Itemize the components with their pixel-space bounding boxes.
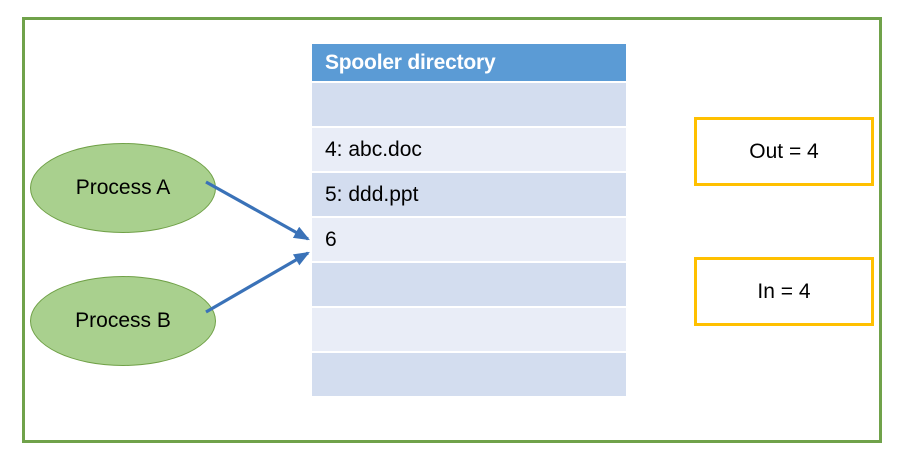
process-b-label: Process B	[75, 309, 171, 332]
table-row: 5: ddd.ppt	[312, 173, 626, 216]
table-row	[312, 353, 626, 396]
out-counter-box: Out = 4	[694, 117, 874, 186]
process-b-node: Process B	[30, 276, 216, 366]
table-row	[312, 83, 626, 126]
process-a-node: Process A	[30, 143, 216, 233]
table-row: 6	[312, 218, 626, 261]
spooler-directory-table: Spooler directory 4: abc.doc 5: ddd.ppt …	[312, 44, 626, 396]
in-counter-box: In = 4	[694, 257, 874, 326]
table-row	[312, 263, 626, 306]
process-a-label: Process A	[75, 176, 171, 199]
in-counter-label: In = 4	[757, 279, 811, 303]
out-counter-label: Out = 4	[749, 139, 819, 163]
outer-frame-border	[22, 17, 882, 443]
table-row	[312, 308, 626, 351]
table-row: 4: abc.doc	[312, 128, 626, 171]
spooler-table-header: Spooler directory	[312, 44, 626, 81]
